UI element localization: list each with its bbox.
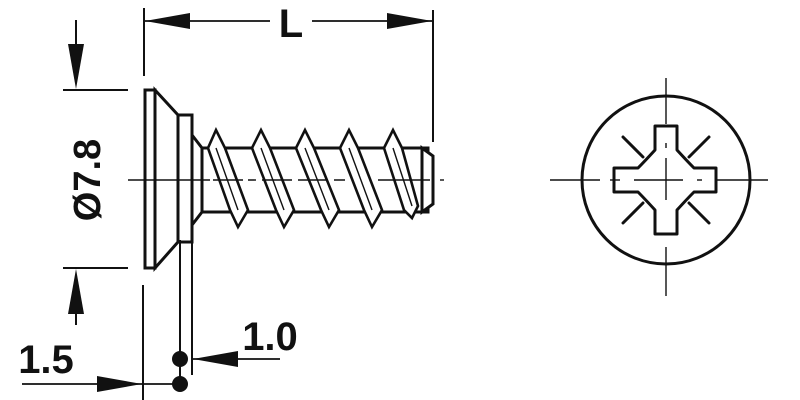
screw-side-view bbox=[143, 86, 435, 272]
screw-top-view bbox=[550, 78, 768, 296]
length-dimension bbox=[143, 8, 434, 142]
head-height-label: 1.5 bbox=[18, 338, 74, 382]
length-label: L bbox=[279, 2, 303, 46]
head-diameter-dimension bbox=[63, 20, 128, 325]
collar-label: 1.0 bbox=[242, 315, 298, 359]
head-diameter-label: Ø7.8 bbox=[67, 139, 109, 221]
collar-dimension bbox=[172, 351, 280, 367]
